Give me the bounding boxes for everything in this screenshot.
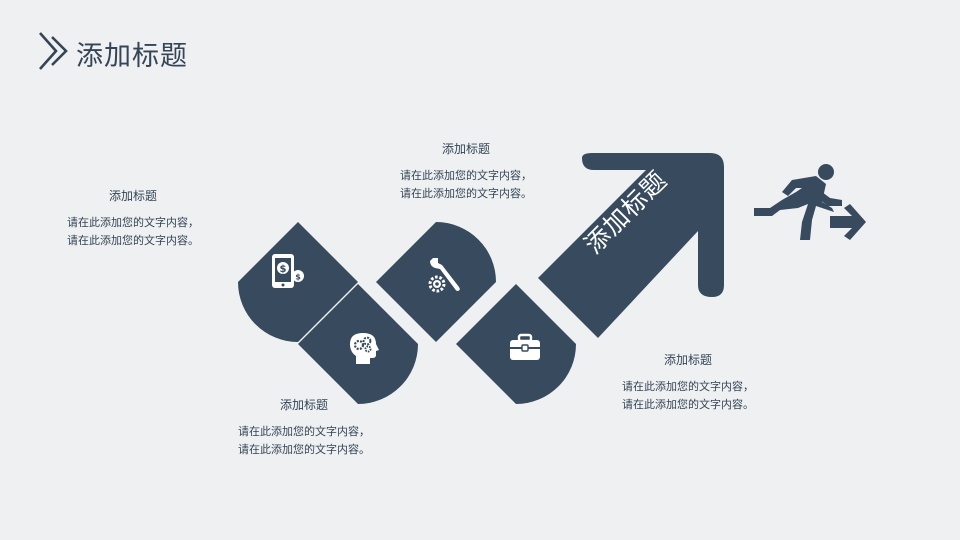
running-man-exit-icon <box>754 164 866 240</box>
block-line: 请在此添加您的文字内容， <box>622 380 754 393</box>
block-title: 添加标题 <box>441 142 490 156</box>
block-line: 请在此添加您的文字内容。 <box>622 398 754 411</box>
block-line: 请在此添加您的文字内容， <box>400 169 532 182</box>
block-title: 添加标题 <box>108 189 157 203</box>
svg-text:$: $ <box>295 273 301 282</box>
text-block-2: 添加标题 请在此添加您的文字内容， 请在此添加您的文字内容。 <box>400 140 532 203</box>
block-description: 请在此添加您的文字内容， 请在此添加您的文字内容。 <box>622 378 754 414</box>
block-title: 添加标题 <box>279 398 328 412</box>
head-gears-icon <box>350 333 379 364</box>
wrench-gear-icon <box>428 258 460 293</box>
block-description: 请在此添加您的文字内容， 请在此添加您的文字内容。 <box>400 167 532 203</box>
block-line: 请在此添加您的文字内容， <box>238 425 370 438</box>
text-block-1: 添加标题 请在此添加您的文字内容， 请在此添加您的文字内容。 <box>67 187 199 250</box>
block-line: 请在此添加您的文字内容。 <box>67 234 199 247</box>
page-title: 添加标题 <box>76 41 188 72</box>
block-line: 请在此添加您的文字内容。 <box>238 443 370 456</box>
text-block-3: 添加标题 请在此添加您的文字内容， 请在此添加您的文字内容。 <box>238 396 370 459</box>
briefcase-icon <box>510 333 540 360</box>
money-phone-icon: $ $ <box>272 254 304 288</box>
block-description: 请在此添加您的文字内容， 请在此添加您的文字内容。 <box>67 214 199 250</box>
block-line: 请在此添加您的文字内容， <box>67 216 199 229</box>
svg-text:$: $ <box>280 264 287 275</box>
block-line: 请在此添加您的文字内容。 <box>400 187 532 200</box>
block-title: 添加标题 <box>663 353 712 367</box>
growth-arrow-shape <box>538 153 724 338</box>
block-description: 请在此添加您的文字内容， 请在此添加您的文字内容。 <box>238 423 370 459</box>
text-block-4: 添加标题 请在此添加您的文字内容， 请在此添加您的文字内容。 <box>622 351 754 414</box>
double-chevron-icon <box>39 32 68 70</box>
